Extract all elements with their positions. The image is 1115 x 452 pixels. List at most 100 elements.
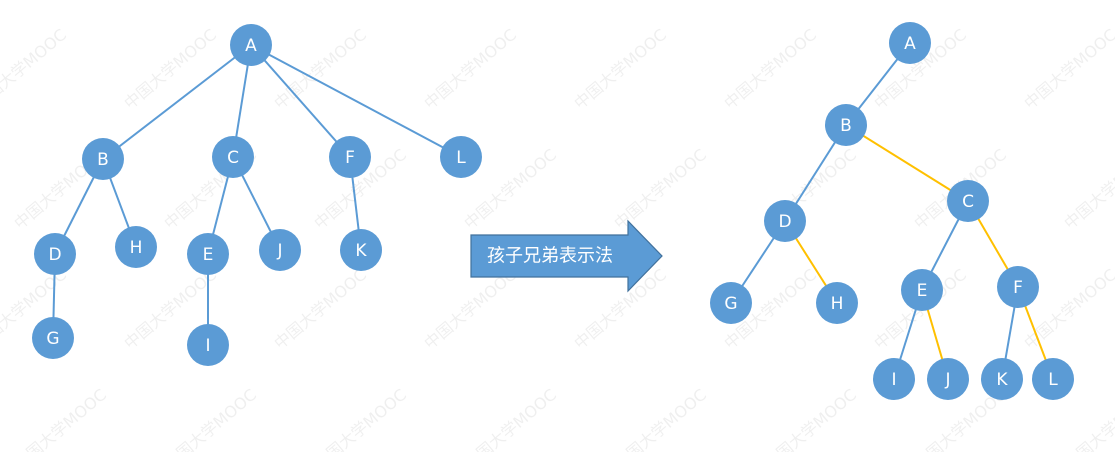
child-sibling-tree-node-label: B bbox=[840, 116, 852, 136]
child-sibling-tree-node-circle bbox=[901, 269, 943, 311]
original-tree-node-H: H bbox=[115, 226, 157, 268]
child-sibling-tree-node-circle bbox=[825, 104, 867, 146]
child-sibling-tree-node-H: H bbox=[816, 282, 858, 324]
child-sibling-tree-node-label: G bbox=[724, 294, 737, 314]
child-sibling-tree-node-B: B bbox=[825, 104, 867, 146]
watermark-text: 中国大学MOOC bbox=[160, 385, 260, 452]
original-tree: A B C F L D H E J K G I bbox=[32, 24, 482, 366]
child-sibling-tree-node-G: G bbox=[710, 282, 752, 324]
original-tree-node-circle bbox=[32, 317, 74, 359]
original-tree-node-circle bbox=[82, 138, 124, 180]
watermark-text: 中国大学MOOC bbox=[310, 385, 410, 452]
child-sibling-tree-node-label: I bbox=[891, 370, 896, 390]
original-tree-node-F: F bbox=[329, 136, 371, 178]
original-tree-node-circle bbox=[440, 136, 482, 178]
child-sibling-tree-node-label: F bbox=[1013, 278, 1023, 298]
original-tree-node-label: L bbox=[456, 148, 466, 168]
watermark-text: 中国大学MOOC bbox=[10, 385, 110, 452]
watermark-text: 中国大学MOOC bbox=[420, 25, 520, 113]
original-tree-node-K: K bbox=[340, 229, 382, 271]
conversion-arrow: 孩子兄弟表示法 bbox=[470, 219, 663, 293]
child-sibling-tree-node-circle bbox=[764, 200, 806, 242]
watermark-text: 中国大学MOOC bbox=[1060, 385, 1115, 452]
original-tree-node-circle bbox=[259, 229, 301, 271]
original-tree-node-label: C bbox=[227, 148, 239, 168]
original-tree-node-label: D bbox=[48, 245, 61, 265]
original-tree-node-E: E bbox=[187, 233, 229, 275]
child-sibling-tree-node-L: L bbox=[1032, 358, 1074, 400]
watermark-text: 中国大学MOOC bbox=[760, 385, 860, 452]
child-sibling-tree-node-circle bbox=[947, 180, 989, 222]
original-tree-node-label: F bbox=[345, 148, 355, 168]
watermark-text: 中国大学MOOC bbox=[570, 265, 670, 353]
child-sibling-tree-node-A: A bbox=[889, 22, 931, 64]
original-tree-node-label: G bbox=[46, 329, 59, 349]
original-tree-node-circle bbox=[34, 233, 76, 275]
child-sibling-tree-node-circle bbox=[981, 358, 1023, 400]
child-sibling-tree-node-circle bbox=[927, 358, 969, 400]
original-tree-node-L: L bbox=[440, 136, 482, 178]
original-tree-node-label: B bbox=[97, 150, 109, 170]
child-sibling-tree-node-label: D bbox=[778, 212, 791, 232]
original-tree-node-G: G bbox=[32, 317, 74, 359]
arrow-label: 孩子兄弟表示法 bbox=[487, 246, 613, 267]
watermark-text: 中国大学MOOC bbox=[0, 25, 70, 113]
child-sibling-tree-node-C: C bbox=[947, 180, 989, 222]
child-sibling-tree-node-I: I bbox=[873, 358, 915, 400]
original-tree-node-label: I bbox=[205, 336, 210, 356]
original-tree-node-I: I bbox=[187, 324, 229, 366]
child-sibling-tree-nodes: A B D C G H E F I J K L bbox=[710, 22, 1074, 400]
child-sibling-tree-node-label: A bbox=[904, 34, 916, 54]
original-tree-node-circle bbox=[329, 136, 371, 178]
child-sibling-tree-node-J: J bbox=[927, 358, 969, 400]
watermark-text: 中国大学MOOC bbox=[720, 25, 820, 113]
original-tree-edges bbox=[52, 44, 462, 345]
child-sibling-tree-node-label: L bbox=[1048, 370, 1058, 390]
original-tree-node-circle bbox=[187, 324, 229, 366]
original-tree-node-label: H bbox=[130, 238, 143, 258]
child-sibling-tree-node-circle bbox=[873, 358, 915, 400]
child-sibling-tree-node-label: K bbox=[996, 370, 1008, 390]
child-sibling-tree-node-circle bbox=[889, 22, 931, 64]
watermark-text: 中国大学MOOC bbox=[460, 385, 560, 452]
child-sibling-tree-node-F: F bbox=[997, 266, 1039, 308]
child-sibling-tree-node-label: C bbox=[962, 192, 974, 212]
original-tree-node-label: K bbox=[355, 241, 367, 261]
original-tree-node-circle bbox=[212, 136, 254, 178]
watermark-text: 中国大学MOOC bbox=[1060, 145, 1115, 233]
original-tree-child-edge-A-F bbox=[250, 44, 351, 158]
child-sibling-tree-node-label: H bbox=[831, 294, 844, 314]
original-tree-node-circle bbox=[230, 24, 272, 66]
child-sibling-tree-node-label: J bbox=[944, 370, 950, 390]
watermark-text: 中国大学MOOC bbox=[570, 25, 670, 113]
watermark-text: 中国大学MOOC bbox=[610, 385, 710, 452]
child-sibling-tree-node-circle bbox=[1032, 358, 1074, 400]
original-tree-node-C: C bbox=[212, 136, 254, 178]
right-arrow-icon bbox=[470, 219, 663, 293]
original-tree-node-circle bbox=[340, 229, 382, 271]
watermark-text: 中国大学MOOC bbox=[420, 265, 520, 353]
original-tree-node-D: D bbox=[34, 233, 76, 275]
child-sibling-tree-node-K: K bbox=[981, 358, 1023, 400]
child-sibling-tree-sibling-edge-B-C bbox=[845, 124, 969, 202]
original-tree-node-circle bbox=[115, 226, 157, 268]
child-sibling-tree: A B D C G H E F I J K L bbox=[710, 22, 1074, 400]
child-sibling-tree-node-D: D bbox=[764, 200, 806, 242]
watermark-text: 中国大学MOOC bbox=[120, 25, 220, 113]
original-tree-node-J: J bbox=[259, 229, 301, 271]
child-sibling-tree-node-E: E bbox=[901, 269, 943, 311]
child-sibling-tree-node-circle bbox=[710, 282, 752, 324]
original-tree-node-label: A bbox=[245, 36, 257, 56]
child-sibling-tree-node-label: E bbox=[917, 281, 928, 301]
child-sibling-tree-node-circle bbox=[997, 266, 1039, 308]
watermark-text: 中国大学MOOC bbox=[270, 265, 370, 353]
original-tree-node-label: E bbox=[203, 245, 214, 265]
original-tree-node-label: J bbox=[276, 241, 282, 261]
original-tree-node-B: B bbox=[82, 138, 124, 180]
original-tree-child-edge-A-B bbox=[102, 44, 252, 160]
watermark-text: 中国大学MOOC bbox=[610, 145, 710, 233]
original-tree-node-A: A bbox=[230, 24, 272, 66]
original-tree-child-edge-A-L bbox=[250, 44, 462, 158]
